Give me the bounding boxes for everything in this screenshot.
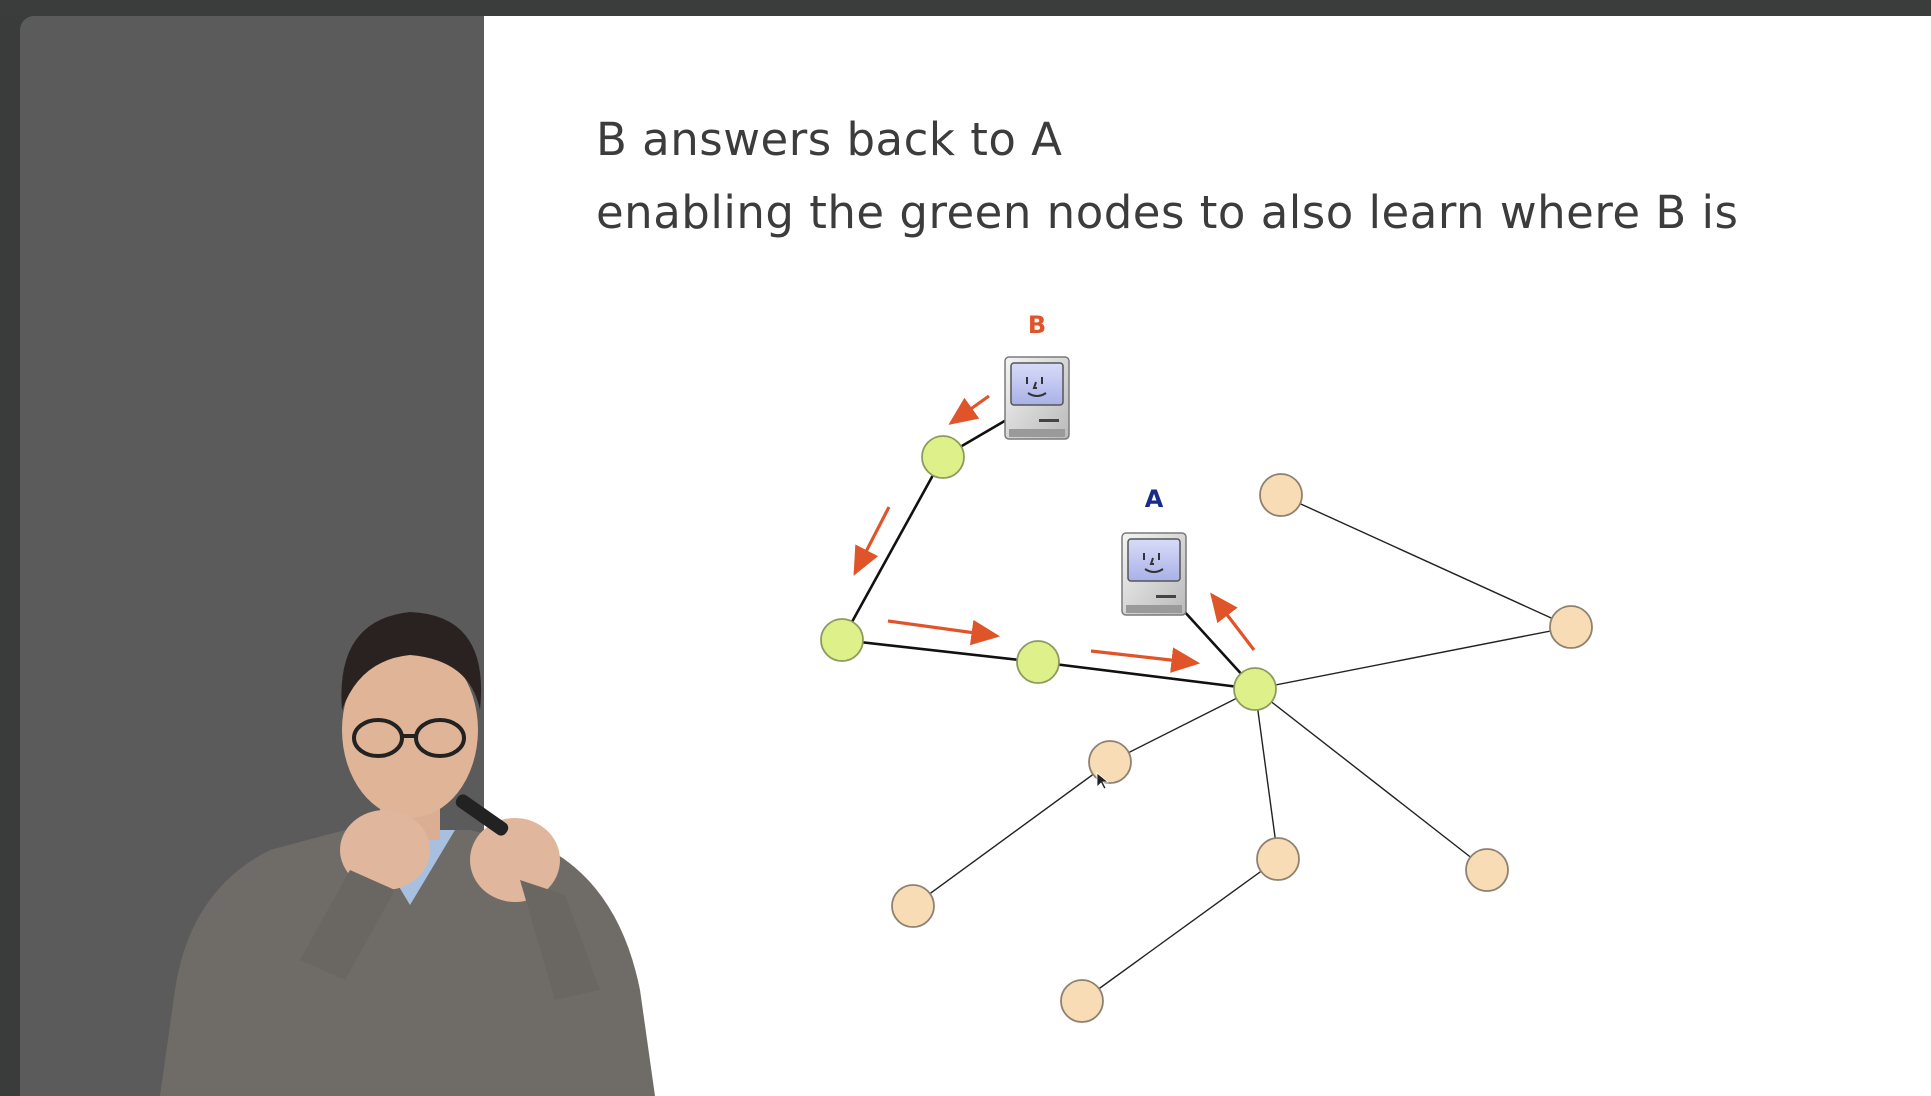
peach-node-6 [1060, 979, 1104, 1023]
peach-node-5 [1256, 837, 1300, 881]
peach-node-4 [891, 884, 935, 928]
computer-icon-b [1004, 356, 1070, 440]
arrow-5 [1210, 592, 1256, 651]
peach-node-7 [1465, 848, 1509, 892]
edge-p5-p6 [1081, 858, 1279, 1002]
green-node-3 [1016, 640, 1060, 684]
green-node-1 [921, 435, 965, 479]
slide-title-line-2: enabling the green nodes to also learn w… [596, 186, 1739, 239]
edge-g4-p5 [1254, 688, 1279, 860]
peach-node-2 [1549, 605, 1593, 649]
peach-node-1 [1259, 473, 1303, 517]
peach-nodes [891, 473, 1593, 1023]
window-top-strip [0, 0, 1931, 16]
computer-icon-a [1121, 532, 1187, 616]
slide-title-line-1: B answers back to A [596, 113, 1063, 166]
arrow-1 [948, 394, 990, 425]
green-nodes [820, 435, 1277, 711]
edge-g2-g3 [841, 638, 1039, 664]
arrow-3 [887, 619, 1001, 646]
edge-g1-g2 [840, 456, 945, 641]
peach-node-3 [1088, 740, 1132, 784]
edge-g3-g4 [1037, 660, 1256, 691]
edge-g4-p3 [1109, 688, 1256, 763]
label-b: B [1028, 311, 1046, 339]
mouse-cursor-icon [1096, 772, 1110, 790]
green-node-2 [820, 618, 864, 662]
edge-g4-p7 [1254, 688, 1488, 871]
arrows [853, 394, 1256, 673]
arrow-2 [853, 506, 891, 576]
label-a: A [1145, 485, 1164, 513]
edge-g4-p2 [1254, 626, 1572, 690]
edges-other [912, 494, 1572, 1002]
arrow-4 [1090, 647, 1201, 673]
slide-canvas [484, 16, 1931, 1096]
edge-p3-p4 [912, 761, 1111, 907]
edge-p1-p2 [1280, 494, 1572, 628]
green-node-4 [1233, 667, 1277, 711]
edges-path [840, 417, 1256, 691]
